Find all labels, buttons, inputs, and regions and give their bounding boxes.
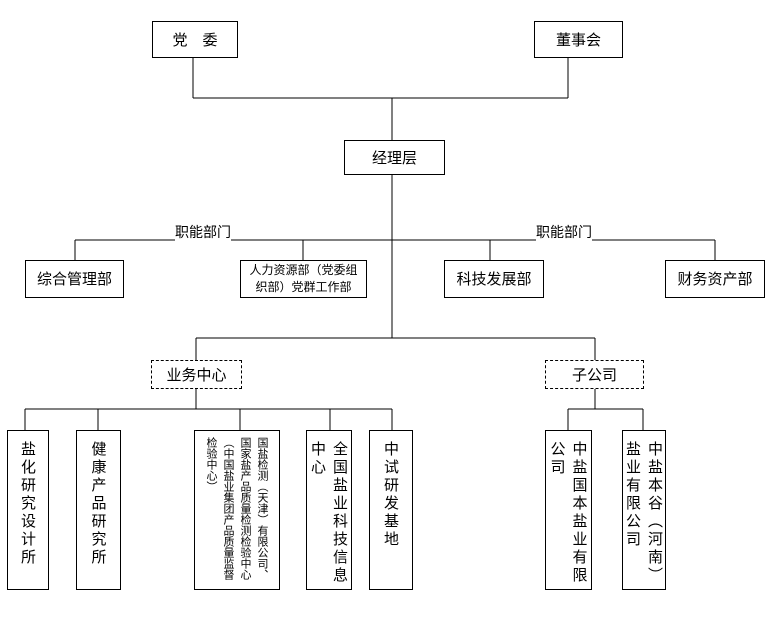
- party-committee-box: 党 委: [152, 21, 238, 58]
- health-products-institute-box: 健康产品研究所: [76, 430, 121, 590]
- management-box: 经理层: [344, 140, 445, 175]
- quality-inspection-box: 国盐检测（天津）有限公司、国家盐产品质量检测检验中心（中国盐业集团产品质量监督检…: [194, 430, 280, 590]
- functional-departments-label-right: 职能部门: [536, 222, 592, 242]
- subsidiaries-box: 子公司: [545, 360, 644, 389]
- quality-inspection-text: 国盐检测（天津）有限公司、国家盐产品质量检测检验中心（中国盐业集团产品质量监督检…: [205, 437, 269, 580]
- cnsalt-guoben-text: 中盐国本盐业有限公司: [548, 441, 589, 585]
- board-of-directors-box: 董事会: [534, 21, 623, 58]
- salt-research-institute-box: 盐化研究设计所: [7, 430, 49, 590]
- cnsalt-bengu-henan-text: 中盐本谷（河南）盐业有限公司: [624, 441, 664, 585]
- hr-dept-box: 人力资源部（党委组织部）党群工作部: [240, 260, 367, 298]
- health-products-institute-text: 健康产品研究所: [89, 441, 108, 567]
- tech-development-dept-box: 科技发展部: [444, 260, 544, 298]
- finance-assets-dept-box: 财务资产部: [665, 260, 765, 298]
- salt-tech-info-center-text: 全国盐业科技信息中心: [309, 441, 349, 585]
- cnsalt-bengu-henan-box: 中盐本谷（河南）盐业有限公司: [622, 430, 666, 590]
- salt-research-institute-text: 盐化研究设计所: [19, 441, 37, 567]
- pilot-rd-base-box: 中试研发基地: [369, 430, 413, 590]
- cnsalt-guoben-box: 中盐国本盐业有限公司: [545, 430, 592, 590]
- functional-departments-label-left: 职能部门: [175, 222, 231, 242]
- general-management-dept-box: 综合管理部: [25, 260, 124, 298]
- business-center-box: 业务中心: [151, 360, 242, 389]
- salt-tech-info-center-box: 全国盐业科技信息中心: [306, 430, 352, 590]
- pilot-rd-base-text: 中试研发基地: [382, 441, 400, 549]
